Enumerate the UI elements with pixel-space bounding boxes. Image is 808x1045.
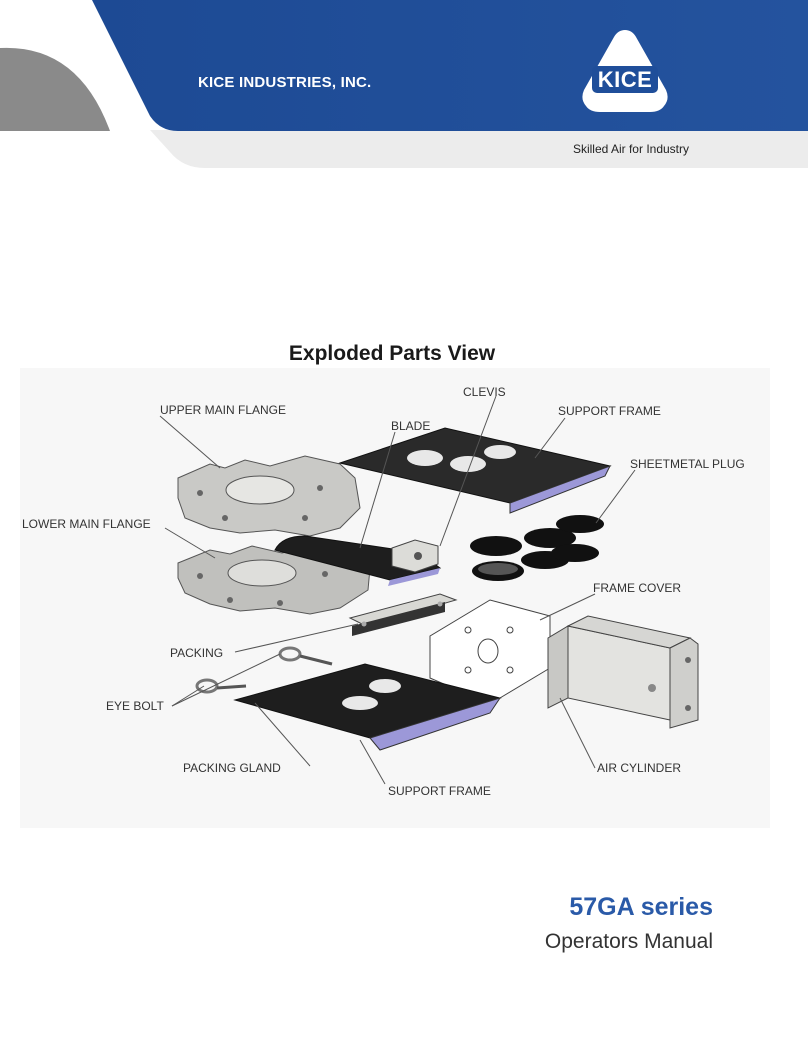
manual-subtitle: Operators Manual xyxy=(544,930,713,953)
eye-bolts-part xyxy=(195,646,333,694)
header-gray-arc xyxy=(0,47,110,132)
logo-text: KICE xyxy=(598,67,653,92)
packing-part xyxy=(348,593,458,636)
diagram-title-text: Exploded Parts View xyxy=(288,342,496,365)
tagline: Skilled Air for Industry xyxy=(572,142,689,156)
label-frame-cover: FRAME COVER xyxy=(593,581,681,595)
label-sheetmetal-plug: SHEETMETAL PLUG xyxy=(630,457,745,471)
clevis-part xyxy=(391,539,439,573)
support-frame-top-part xyxy=(338,427,612,514)
sheetmetal-plugs-part xyxy=(470,515,604,581)
label-air-cylinder: AIR CYLINDER xyxy=(597,761,681,775)
header-blue-band xyxy=(92,0,808,131)
label-eye-bolt: EYE BOLT xyxy=(106,699,164,713)
series-title: 57GA series xyxy=(569,893,713,921)
header-gray-band xyxy=(150,130,808,168)
air-cylinder-part xyxy=(547,615,699,729)
label-packing-gland: PACKING GLAND xyxy=(183,761,281,775)
label-lower-main-flange: LOWER MAIN FLANGE xyxy=(22,517,151,531)
label-packing: PACKING xyxy=(170,646,223,660)
support-frame-bottom-part xyxy=(233,663,502,751)
logo-word-box xyxy=(592,66,658,93)
company-name: KICE INDUSTRIES, INC. xyxy=(198,74,372,91)
label-clevis: CLEVIS xyxy=(463,385,506,399)
kice-logo: KICE xyxy=(582,30,668,112)
label-upper-main-flange: UPPER MAIN FLANGE xyxy=(160,403,286,417)
label-support-frame-bottom: SUPPORT FRAME xyxy=(388,784,491,798)
diagram-title: Exploded Parts View xyxy=(0,342,808,366)
upper-main-flange-part xyxy=(177,455,361,537)
exploded-parts-diagram: UPPER MAIN FLANGE CLEVIS SUPPORT FRAME B… xyxy=(20,368,770,828)
diagram-background xyxy=(20,368,770,828)
label-support-frame-top: SUPPORT FRAME xyxy=(558,404,661,418)
callout-leaders xyxy=(159,395,636,785)
label-blade: BLADE xyxy=(391,419,430,433)
